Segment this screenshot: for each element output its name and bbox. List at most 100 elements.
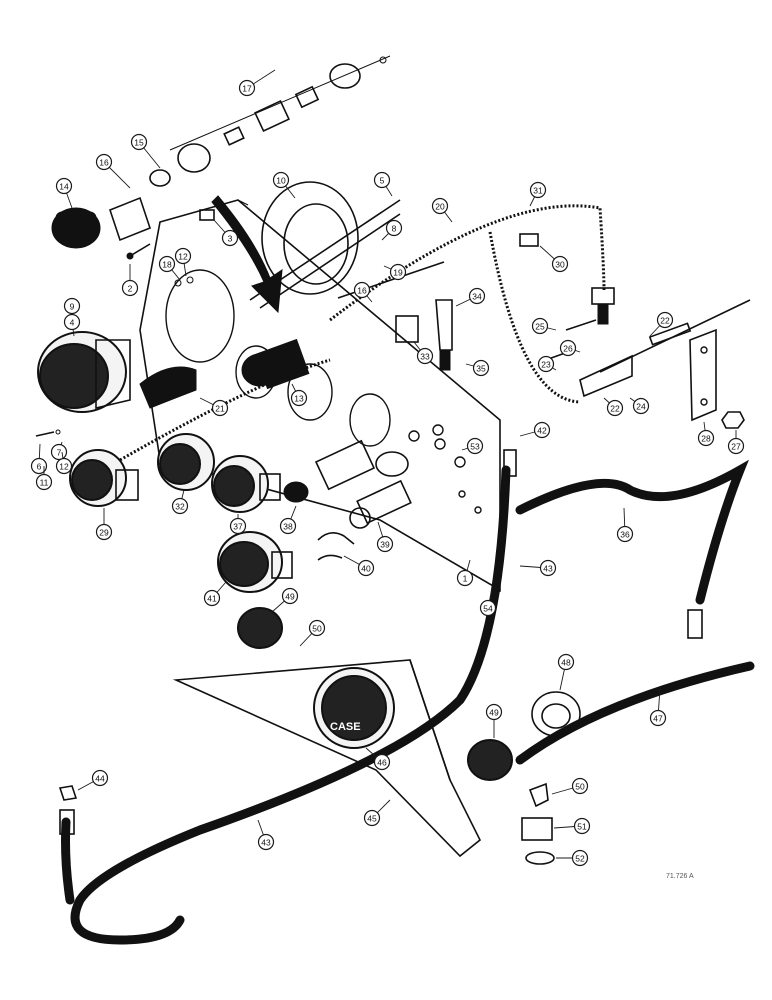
right-cable [488, 231, 581, 404]
callout-c54: 54 [479, 589, 497, 617]
callout-number: 24 [636, 402, 646, 412]
callout-c16b: 16 [353, 281, 373, 303]
gauge-49-top [237, 607, 283, 649]
callout-c29: 29 [95, 508, 113, 541]
callout-circle [531, 317, 549, 335]
callout-circle [290, 389, 308, 407]
callout-c5: 5 [373, 171, 393, 197]
callout-number: 34 [472, 292, 482, 302]
callout-circle [308, 619, 326, 637]
callout-circle [91, 769, 109, 787]
callout-c11: 11 [35, 466, 53, 491]
callout-circle [363, 809, 381, 827]
throttle-bracket [539, 299, 751, 429]
callout-number: 50 [312, 624, 322, 634]
callout-c8: 8 [381, 219, 403, 241]
callout-c19: 19 [383, 263, 407, 281]
gauge-row [69, 433, 281, 513]
callout-c33: 33 [413, 341, 434, 365]
callout-c22b: 22 [603, 397, 624, 417]
callout-number: 41 [207, 594, 217, 604]
callout-c31: 31 [529, 181, 547, 207]
callout-number: 51 [577, 822, 587, 832]
callout-c22a: 22 [649, 311, 674, 337]
callout-number: 42 [537, 426, 547, 436]
callout-number: 31 [533, 186, 543, 196]
callout-number: 16 [357, 286, 367, 296]
callout-number: 50 [575, 782, 585, 792]
callout-c48: 48 [557, 653, 575, 691]
callout-circle [571, 849, 589, 867]
callout-number: 26 [563, 344, 573, 354]
callout-circle [203, 589, 221, 607]
callout-number: 29 [99, 528, 109, 538]
callout-circle [63, 313, 81, 331]
callout-circle [632, 397, 650, 415]
callout-number: 1 [463, 574, 468, 584]
callout-circle [606, 399, 624, 417]
callout-c10: 10 [272, 171, 296, 199]
light-switch-assembly [149, 55, 391, 187]
callout-number: 36 [620, 530, 630, 540]
drawing-number: 71.726 A [666, 873, 694, 880]
callout-circle [649, 709, 667, 727]
callout-c49a: 49 [271, 587, 299, 613]
callout-number: 49 [489, 708, 499, 718]
callout-circle [95, 523, 113, 541]
hose-47 [515, 661, 755, 765]
callout-circle [431, 197, 449, 215]
callout-c20: 20 [431, 197, 453, 223]
callout-number: 43 [261, 838, 271, 848]
callout-circle [479, 599, 497, 617]
gauge-32 [157, 433, 215, 491]
callout-number: 53 [470, 442, 480, 452]
callout-c14: 14 [55, 177, 73, 209]
callout-c27: 27 [727, 430, 745, 455]
callout-circle [130, 133, 148, 151]
callout-c1: 1 [456, 559, 474, 587]
callout-circle [281, 587, 299, 605]
callout-number: 49 [285, 592, 295, 602]
callout-number: 9 [70, 302, 75, 312]
callout-c41: 41 [203, 581, 227, 607]
callout-c25: 25 [531, 317, 557, 335]
callout-c28: 28 [697, 421, 715, 447]
callout-number: 52 [575, 854, 585, 864]
callout-number: 5 [380, 176, 385, 186]
callout-circle [727, 437, 745, 455]
callout-circle [656, 311, 674, 329]
case-gauge: CASE [313, 667, 395, 749]
callout-number: 54 [483, 604, 493, 614]
callout-circle [357, 559, 375, 577]
oil-fittings [395, 299, 453, 371]
large-gauge-assembly [37, 331, 197, 413]
callout-number: 15 [134, 138, 144, 148]
callout-circle [174, 247, 192, 265]
callout-circle [559, 339, 577, 357]
callout-number: 27 [731, 442, 741, 452]
callout-circle [55, 177, 73, 195]
callout-number: 11 [40, 478, 49, 488]
callout-c16: 16 [95, 153, 131, 189]
callout-c13: 13 [290, 383, 308, 407]
callout-circle [55, 457, 73, 475]
callout-number: 7 [57, 448, 62, 458]
callout-number: 17 [242, 84, 252, 94]
callout-number: 25 [535, 322, 545, 332]
callout-circle [30, 457, 48, 475]
callout-number: 12 [59, 462, 69, 472]
callout-number: 20 [435, 202, 445, 212]
callout-c2: 2 [121, 264, 139, 297]
callout-number: 39 [380, 540, 390, 550]
callout-circle [257, 833, 275, 851]
callout-number: 12 [178, 252, 188, 262]
callout-circle [573, 817, 591, 835]
callout-c53: 53 [461, 437, 484, 455]
callout-circle [485, 703, 503, 721]
callout-circle [533, 421, 551, 439]
callout-c38a: 38 [279, 505, 297, 535]
callout-circle [171, 497, 189, 515]
callout-number: 44 [95, 774, 105, 784]
callout-number: 3 [228, 234, 233, 244]
